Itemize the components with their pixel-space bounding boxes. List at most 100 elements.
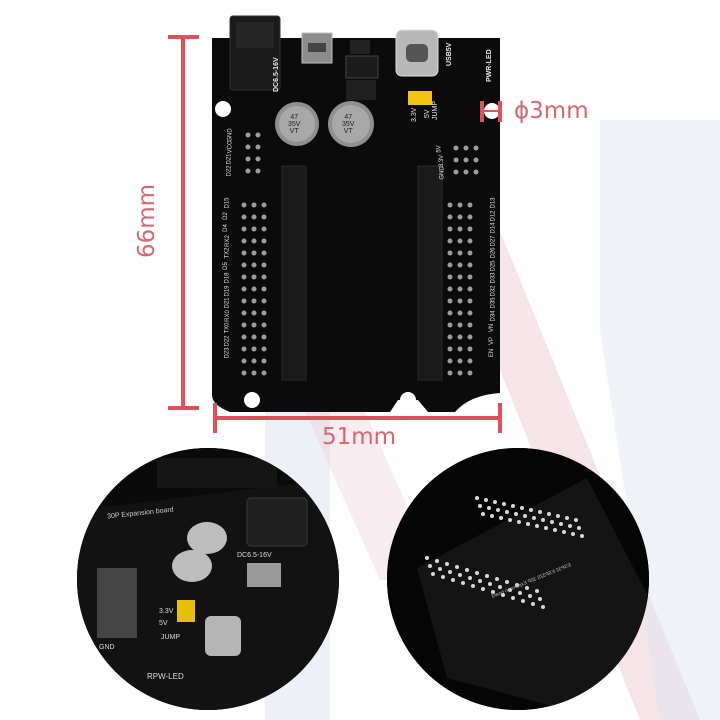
left-photo-jump-label: JUMP bbox=[161, 634, 181, 641]
pin-label: D25 bbox=[490, 259, 497, 272]
pin-dot bbox=[457, 334, 463, 340]
pin-dot bbox=[261, 214, 267, 220]
pin-label: 5V bbox=[436, 145, 443, 153]
pin-hole bbox=[538, 510, 542, 514]
pin-dot bbox=[241, 334, 247, 340]
pin-label: TX2 bbox=[224, 247, 231, 259]
pin-hole bbox=[490, 514, 494, 518]
pwr-led-label: PWR-LED bbox=[486, 49, 493, 82]
pin-dot bbox=[467, 238, 473, 244]
pin-hole bbox=[428, 564, 432, 568]
left-photo-jumper-5v: 5V bbox=[159, 620, 168, 627]
pin-dot bbox=[463, 169, 469, 175]
pin-dot bbox=[457, 238, 463, 244]
pin-dot bbox=[447, 370, 453, 376]
pin-hole bbox=[526, 522, 530, 526]
pin-dot bbox=[261, 262, 267, 268]
pin-dot bbox=[467, 250, 473, 256]
left-photo-gnd-label: GND bbox=[99, 644, 115, 651]
pin-hole bbox=[484, 498, 488, 502]
pin-hole bbox=[535, 589, 539, 593]
pin-hole bbox=[553, 528, 557, 532]
pin-dot bbox=[447, 286, 453, 292]
pin-hole bbox=[455, 565, 459, 569]
pin-label: D23 bbox=[224, 347, 231, 359]
pin-dot bbox=[251, 334, 257, 340]
left-photo-dc-label: DC6.5-16V bbox=[237, 552, 272, 559]
pin-hole bbox=[511, 596, 515, 600]
pin-dot bbox=[241, 286, 247, 292]
pin-dot bbox=[241, 202, 247, 208]
pin-dot bbox=[467, 358, 473, 364]
pin-hole bbox=[478, 579, 482, 583]
pin-dot bbox=[457, 274, 463, 280]
pin-hole bbox=[499, 516, 503, 520]
pin-hole bbox=[496, 508, 500, 512]
pin-hole bbox=[514, 512, 518, 516]
closeup-left-graphic bbox=[77, 448, 339, 710]
pin-hole bbox=[448, 570, 452, 574]
pin-dot bbox=[241, 262, 247, 268]
pin-hole bbox=[521, 599, 525, 603]
pin-hole bbox=[481, 512, 485, 516]
closeup-photo-left: 30P Expansion board DC6.5-16V 3.3V 5V JU… bbox=[77, 448, 339, 710]
pin-label: D26 bbox=[490, 247, 497, 259]
pin-dot bbox=[473, 169, 479, 175]
pin-label: D27 bbox=[490, 234, 497, 247]
pin-dot bbox=[447, 298, 453, 304]
pin-hole bbox=[438, 567, 442, 571]
pin-dot bbox=[261, 274, 267, 280]
pin-dot bbox=[447, 226, 453, 232]
pin-hole bbox=[523, 514, 527, 518]
pin-hole bbox=[556, 514, 560, 518]
pin-hole bbox=[531, 602, 535, 606]
pin-label: D15 bbox=[224, 197, 231, 209]
pin-dot bbox=[457, 226, 463, 232]
pin-dot bbox=[241, 298, 247, 304]
pin-hole bbox=[493, 500, 497, 504]
pin-label: D18 bbox=[224, 272, 231, 284]
pin-dot bbox=[457, 298, 463, 304]
pin-dot bbox=[251, 202, 257, 208]
pin-label: VCC bbox=[227, 140, 234, 154]
pin-dot bbox=[447, 274, 453, 280]
pin-dot bbox=[241, 346, 247, 352]
pin-dot bbox=[447, 358, 453, 364]
pin-dot bbox=[447, 334, 453, 340]
pin-label: D22 bbox=[226, 165, 233, 177]
pin-label: D12 bbox=[490, 209, 497, 222]
pin-dot bbox=[467, 334, 473, 340]
pin-hole bbox=[515, 583, 519, 587]
pin-dot bbox=[457, 286, 463, 292]
pin-hole bbox=[465, 568, 469, 572]
pin-dot bbox=[241, 370, 247, 376]
pin-hole bbox=[574, 518, 578, 522]
pin-dot bbox=[255, 156, 261, 162]
pin-dot bbox=[241, 238, 247, 244]
usb-label: USB5V bbox=[446, 42, 453, 66]
pin-hole bbox=[541, 605, 545, 609]
pin-dot bbox=[467, 274, 473, 280]
hole-label: ϕ3mm bbox=[514, 98, 589, 124]
pin-hole bbox=[491, 590, 495, 594]
jumper-option-5v: 5V bbox=[424, 109, 431, 118]
pin-label: VN bbox=[489, 323, 496, 333]
pin-dot bbox=[251, 370, 257, 376]
pin-dot bbox=[261, 226, 267, 232]
pin-hole bbox=[495, 577, 499, 581]
pin-label: D13 bbox=[490, 197, 497, 209]
pin-dot bbox=[251, 274, 257, 280]
pin-hole bbox=[475, 571, 479, 575]
pin-dot bbox=[467, 298, 473, 304]
pin-dot bbox=[457, 262, 463, 268]
pin-label: RX0 bbox=[224, 309, 231, 322]
pin-dot bbox=[255, 144, 261, 150]
pin-dot bbox=[241, 274, 247, 280]
pin-hole bbox=[487, 506, 491, 510]
pin-label: D4 bbox=[222, 224, 229, 232]
pin-dot bbox=[463, 157, 469, 163]
pin-dot bbox=[261, 310, 267, 316]
pin-dot bbox=[251, 262, 257, 268]
